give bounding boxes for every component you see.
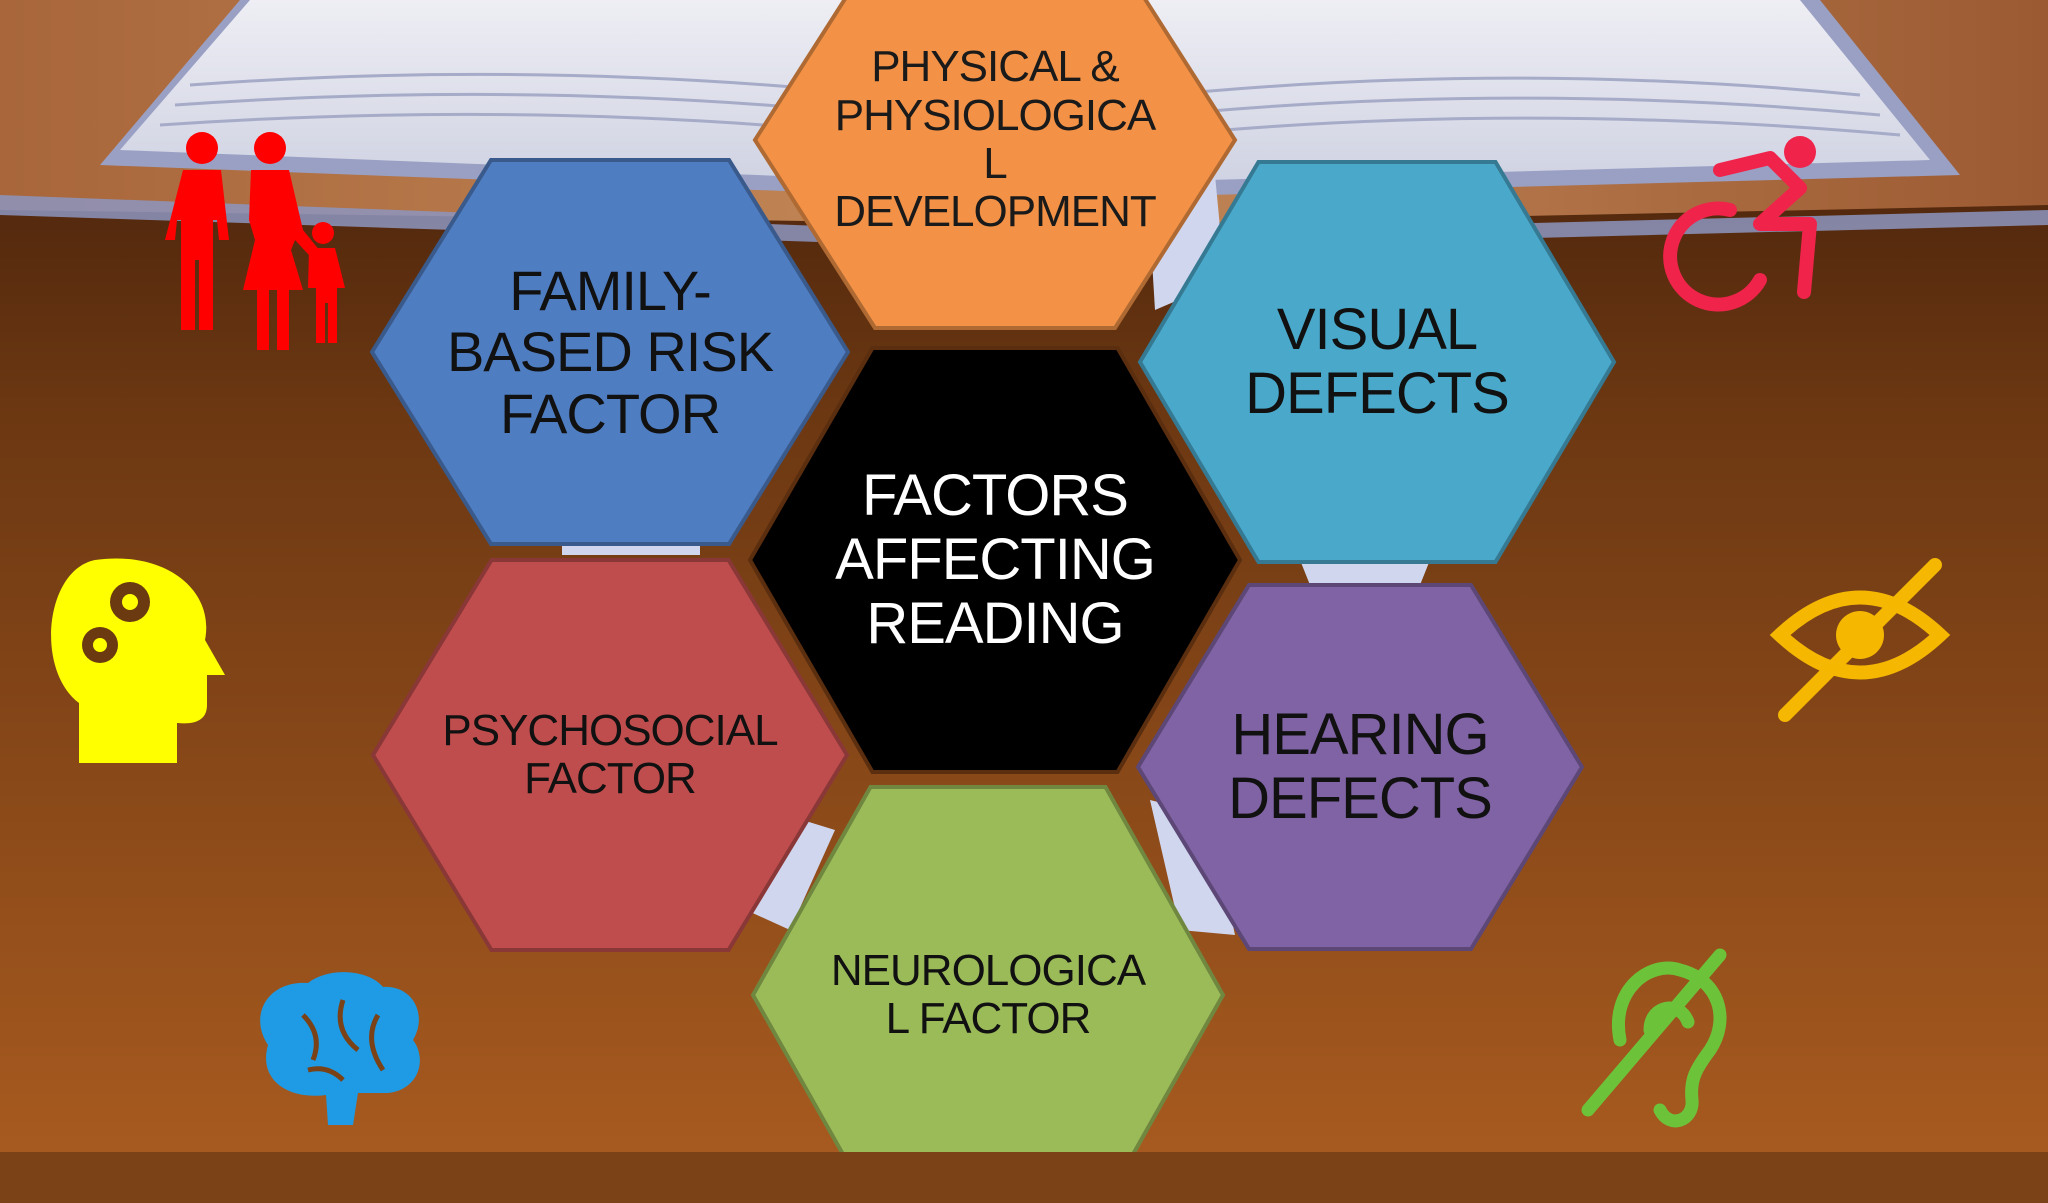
icons <box>51 132 1951 1128</box>
hexagon-visual <box>1137 160 1617 564</box>
brain-icon <box>260 972 420 1125</box>
hexagon-diagram <box>369 0 1617 1152</box>
wheelchair-icon <box>1663 136 1817 312</box>
hexagon-label-hearing: HEARING DEFECTS <box>1228 702 1493 831</box>
family-icon <box>165 132 345 350</box>
hexagon-label-physical: PHYSICAL & PHYSIOLOGICA L DEVELOPMENT <box>834 42 1157 237</box>
head-gears-icon <box>51 558 226 763</box>
hexagon-label-neurological: NEUROLOGICA L FACTOR <box>830 945 1146 1043</box>
eye-slash-icon <box>1769 558 1951 722</box>
center-hexagon <box>747 346 1243 774</box>
hexagon-neurological <box>750 785 1226 1152</box>
hearing-impaired-icon <box>1581 948 1727 1128</box>
hexagon-psychosocial <box>370 558 850 952</box>
hexagon-label-psychosocial: PSYCHOSOCIAL FACTOR <box>442 705 778 803</box>
hexagon-label-family: FAMILY- BASED RISK FACTOR <box>446 258 774 445</box>
hexagon-physical <box>752 0 1238 330</box>
slide-canvas <box>0 0 2048 1152</box>
hexagon-family <box>369 158 851 546</box>
hexagon-hearing <box>1135 583 1585 951</box>
hexagon-label-visual: VISUAL DEFECTS <box>1245 297 1510 426</box>
center-title: FACTORS AFFECTING READING <box>835 463 1156 656</box>
